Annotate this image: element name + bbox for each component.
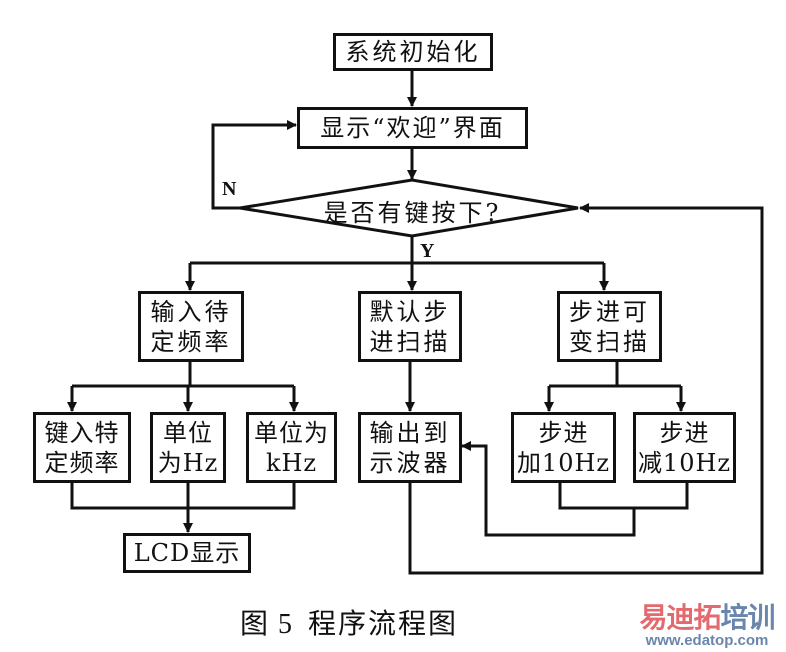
watermark-red-text: 易迪拓 bbox=[639, 601, 721, 634]
node-decision-label: 是否有键按下? bbox=[300, 193, 525, 228]
node-line: 定频率 bbox=[44, 448, 120, 477]
node-welcome-line: 显示“欢迎”界面 bbox=[320, 114, 505, 142]
node-lcd: LCD显示 bbox=[123, 533, 251, 573]
node-line: 步进 bbox=[538, 418, 589, 447]
node-line: 加10Hz bbox=[516, 448, 611, 477]
node-decision-text: 是否有键按下? bbox=[323, 199, 502, 227]
node-key-in-freq: 键入特 定频率 bbox=[33, 412, 131, 483]
node-line: 单位 bbox=[163, 418, 213, 447]
node-unit-hz: 单位 为Hz bbox=[150, 412, 226, 483]
node-line: kHz bbox=[265, 448, 318, 477]
watermark-url: www.edatop.com bbox=[645, 632, 769, 649]
node-line: 定频率 bbox=[150, 327, 232, 356]
edge-output-loop bbox=[408, 203, 764, 575]
node-lcd-line: LCD显示 bbox=[133, 539, 241, 567]
edge-step-merge bbox=[558, 482, 689, 510]
watermark: 易迪拓培训 www.edatop.com bbox=[632, 603, 782, 649]
node-variable-scan: 步进可 变扫描 bbox=[557, 291, 662, 362]
node-line: 默认步 bbox=[369, 297, 451, 326]
node-init: 系统初始化 bbox=[333, 33, 493, 71]
edge-merge-lcd bbox=[70, 482, 296, 510]
label-yes: Y bbox=[420, 240, 435, 262]
edge-no-loop bbox=[211, 120, 297, 210]
node-step-sub: 步进 减10Hz bbox=[633, 412, 736, 483]
node-line: 单位为 bbox=[254, 418, 329, 447]
label-no: N bbox=[222, 178, 237, 200]
node-line: 为Hz bbox=[157, 448, 219, 477]
node-default-scan: 默认步 进扫描 bbox=[358, 291, 462, 362]
node-line: 步进 bbox=[659, 418, 710, 447]
node-line: 进扫描 bbox=[369, 327, 451, 356]
caption-prefix: 图 bbox=[240, 609, 271, 640]
decision-diamond bbox=[239, 178, 579, 238]
watermark-blue-text: 培训 bbox=[720, 601, 776, 634]
caption-title: 程序流程图 bbox=[308, 609, 459, 640]
edge-step-to-output bbox=[461, 441, 636, 537]
node-welcome: 显示“欢迎”界面 bbox=[297, 107, 528, 149]
caption-number: 5 bbox=[278, 609, 295, 640]
node-init-line: 系统初始化 bbox=[345, 38, 481, 66]
node-input-freq: 输入待 定频率 bbox=[138, 291, 244, 362]
node-step-add: 步进 加10Hz bbox=[511, 412, 616, 483]
node-line: 输入待 bbox=[150, 297, 232, 326]
node-line: 减10Hz bbox=[637, 448, 732, 477]
watermark-logo: 易迪拓培训 bbox=[632, 603, 782, 633]
node-line: 示波器 bbox=[369, 448, 451, 477]
node-unit-khz: 单位为 kHz bbox=[246, 412, 337, 483]
node-line: 变扫描 bbox=[569, 327, 650, 356]
node-line: 输出到 bbox=[369, 418, 451, 447]
node-line: 键入特 bbox=[44, 418, 120, 447]
node-line: 步进可 bbox=[569, 297, 650, 326]
node-output-scope: 输出到 示波器 bbox=[358, 412, 462, 483]
